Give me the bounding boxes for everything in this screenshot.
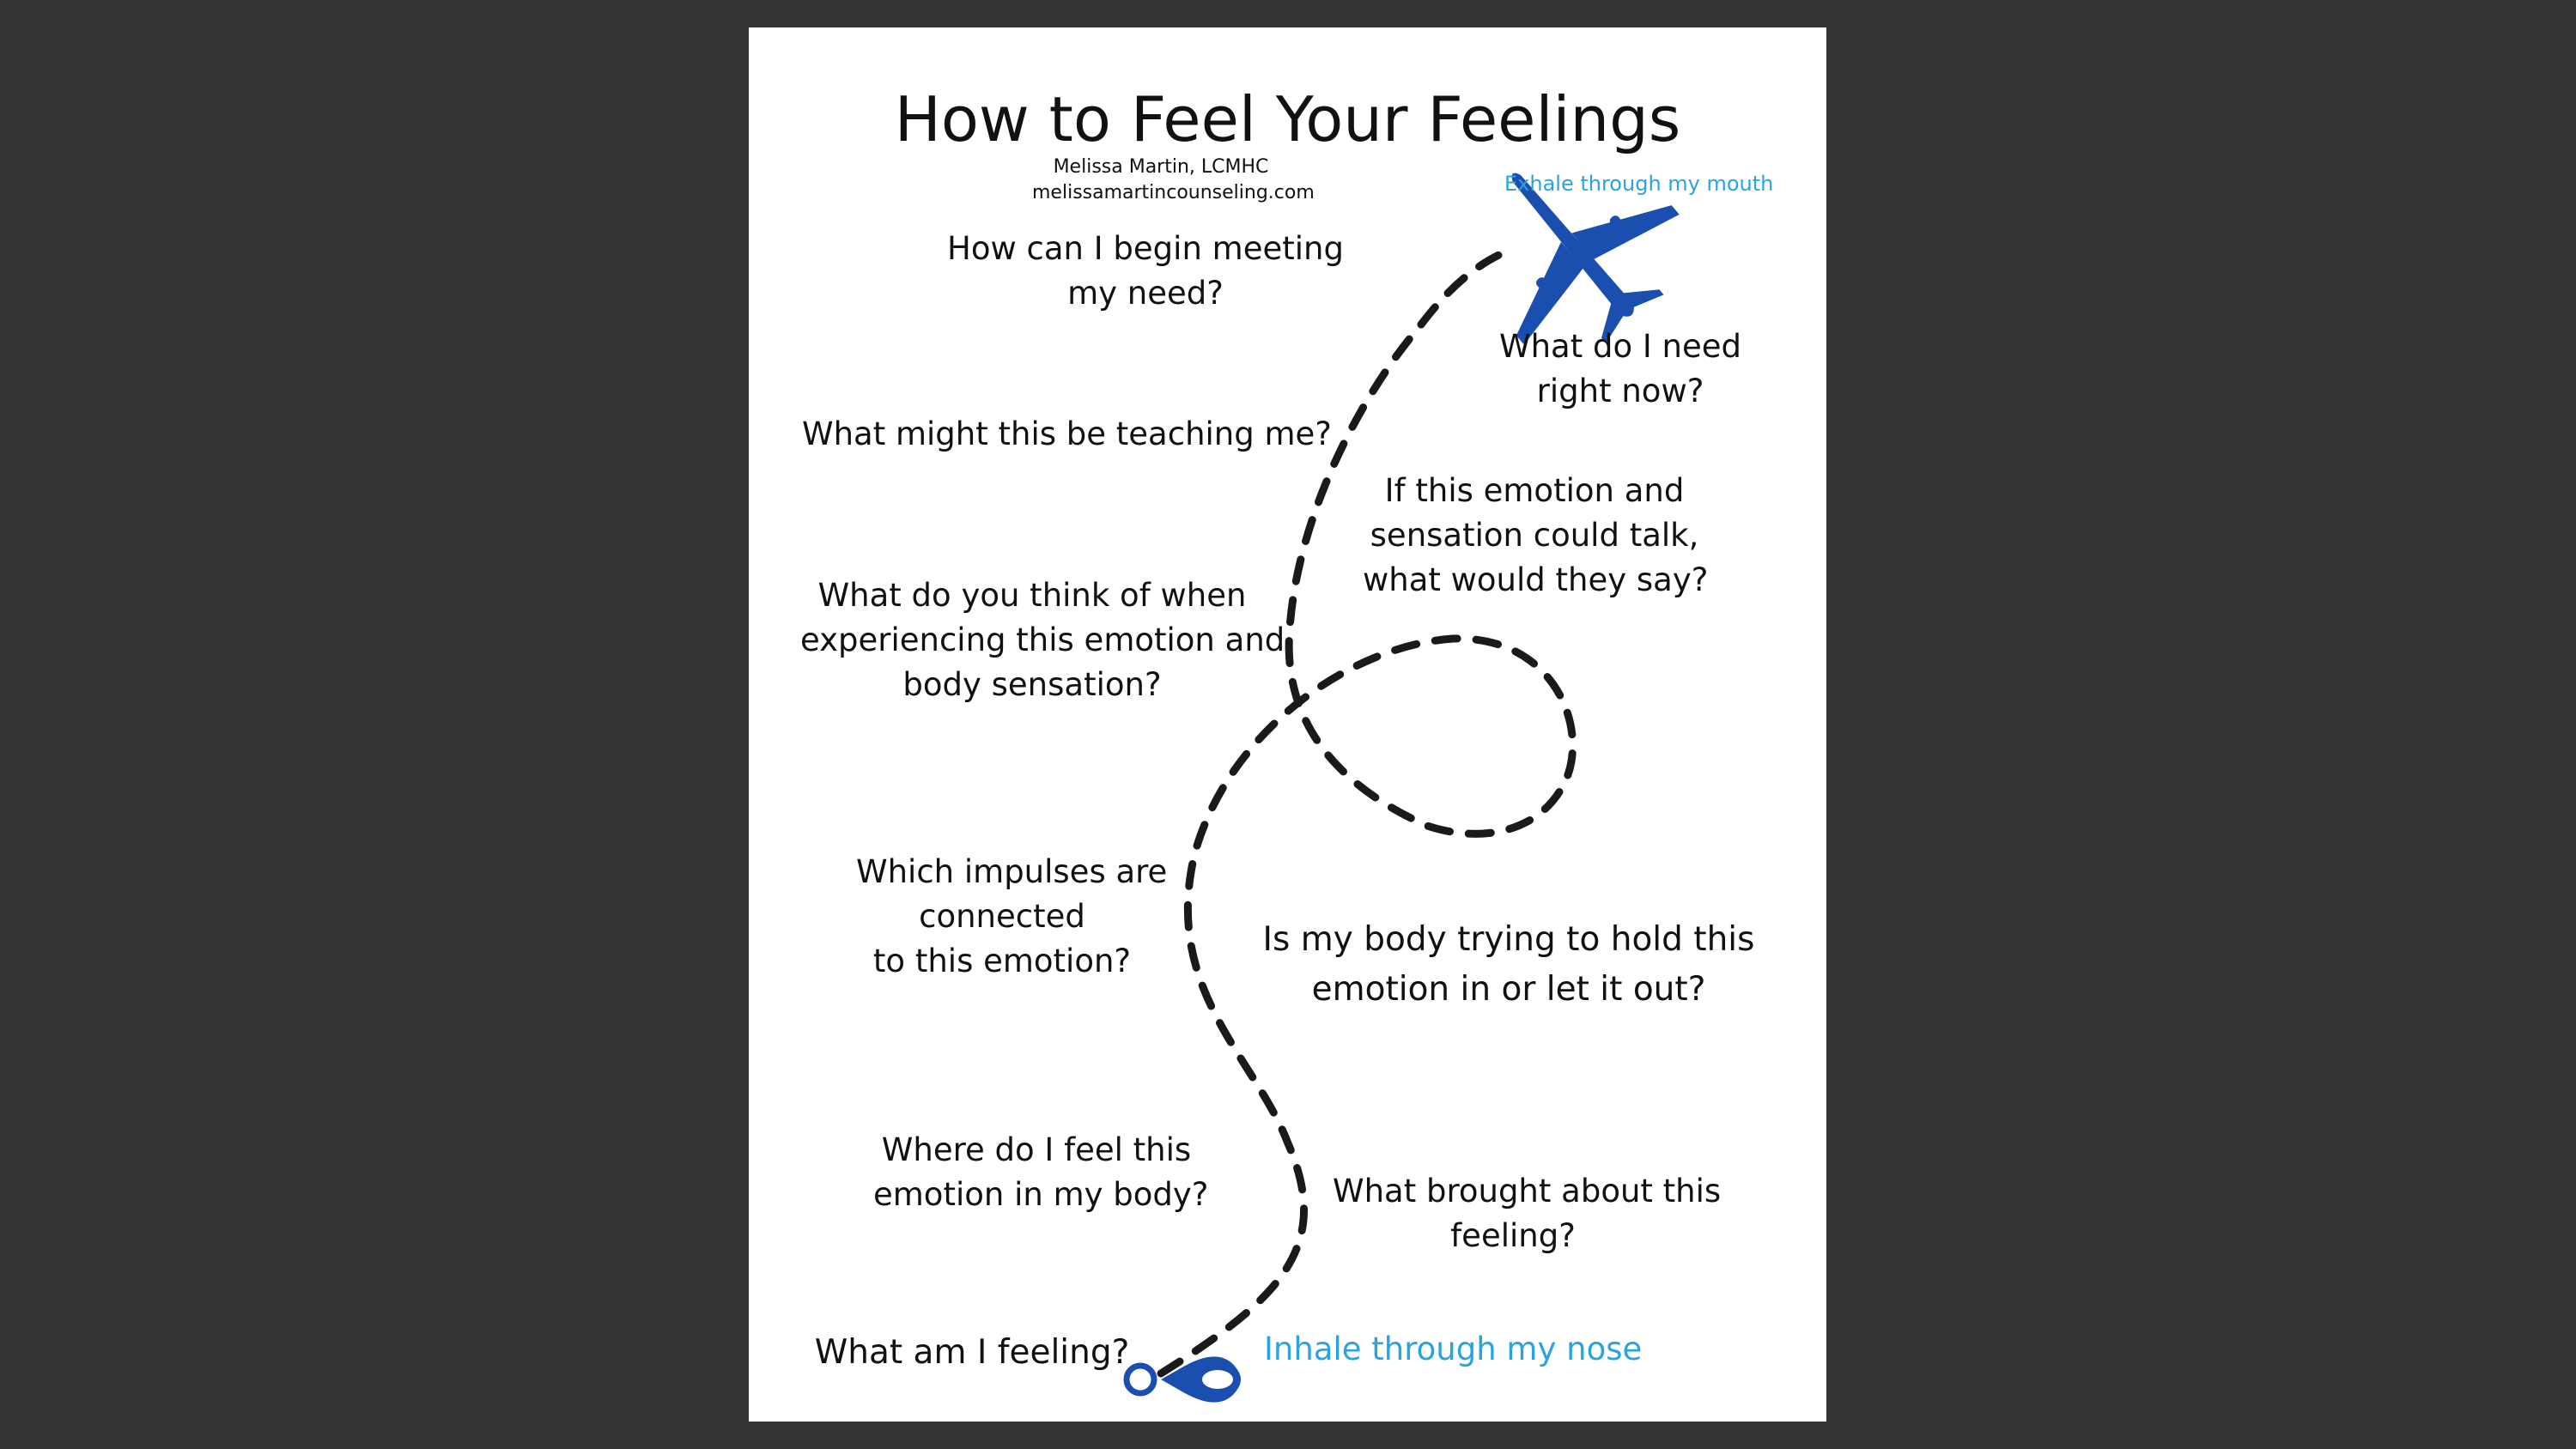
start-marker-icon [1123, 1356, 1241, 1403]
question-line: What am I feeling? [814, 1333, 1130, 1372]
question-line: experiencing this emotion and [800, 621, 1285, 658]
question-line: What do I need [1499, 328, 1741, 365]
question-line: right now? [1536, 373, 1704, 409]
question-line: If this emotion and [1384, 472, 1685, 509]
question-feel-in-body: Where do I feel this emotion in my body? [873, 1128, 1209, 1217]
question-need-right-now: What do I need right now? [1479, 324, 1762, 414]
question-begin-meeting-need: How can I begin meeting my need? [896, 227, 1394, 316]
question-line: Where do I feel this [881, 1131, 1192, 1168]
question-hold-or-let-out: Is my body trying to hold this emotion i… [1255, 915, 1762, 1015]
question-line: feeling? [1450, 1217, 1576, 1254]
question-line: body sensation? [902, 666, 1162, 703]
question-line: Is my body trying to hold this [1262, 920, 1755, 959]
question-line: connected [919, 898, 1085, 935]
flight-path-line [1157, 248, 1577, 1378]
question-line: How can I begin meeting [947, 230, 1344, 267]
question-line: emotion in or let it out? [1311, 970, 1706, 1009]
question-brought-about: What brought about this feeling? [1333, 1169, 1722, 1258]
question-think-of: What do you think of when experiencing t… [800, 573, 1285, 707]
question-line: What do you think of when [817, 577, 1247, 614]
question-teaching-me: What might this be teaching me? [802, 412, 1332, 457]
question-line: What brought about this [1333, 1173, 1722, 1210]
author-name: Melissa Martin, LCMHC [1053, 156, 1269, 178]
dashed-flight-path [1123, 173, 1680, 1403]
question-line: sensation could talk, [1370, 517, 1699, 554]
question-line: Which impulses are [856, 853, 1168, 890]
question-line: what would they say? [1363, 561, 1709, 598]
question-line: my need? [1067, 275, 1224, 312]
question-what-feeling: What am I feeling? [800, 1331, 1144, 1375]
worksheet-page: How to Feel Your Feelings Melissa Martin… [749, 27, 1826, 1422]
question-line: What might this be teaching me? [802, 415, 1332, 452]
question-impulses: Which impulses are connected to this emo… [856, 850, 1168, 984]
website-link: melissamartincounseling.com [1032, 182, 1315, 203]
exhale-label: Exhale through my mouth [1504, 172, 1774, 196]
question-line: emotion in my body? [873, 1176, 1209, 1213]
inhale-label: Inhale through my nose [1264, 1331, 1643, 1367]
airplane-icon [1511, 173, 1680, 345]
question-emotion-talk: If this emotion and sensation could talk… [1363, 469, 1709, 603]
page-title: How to Feel Your Feelings [894, 83, 1681, 155]
question-line: to this emotion? [872, 943, 1132, 979]
